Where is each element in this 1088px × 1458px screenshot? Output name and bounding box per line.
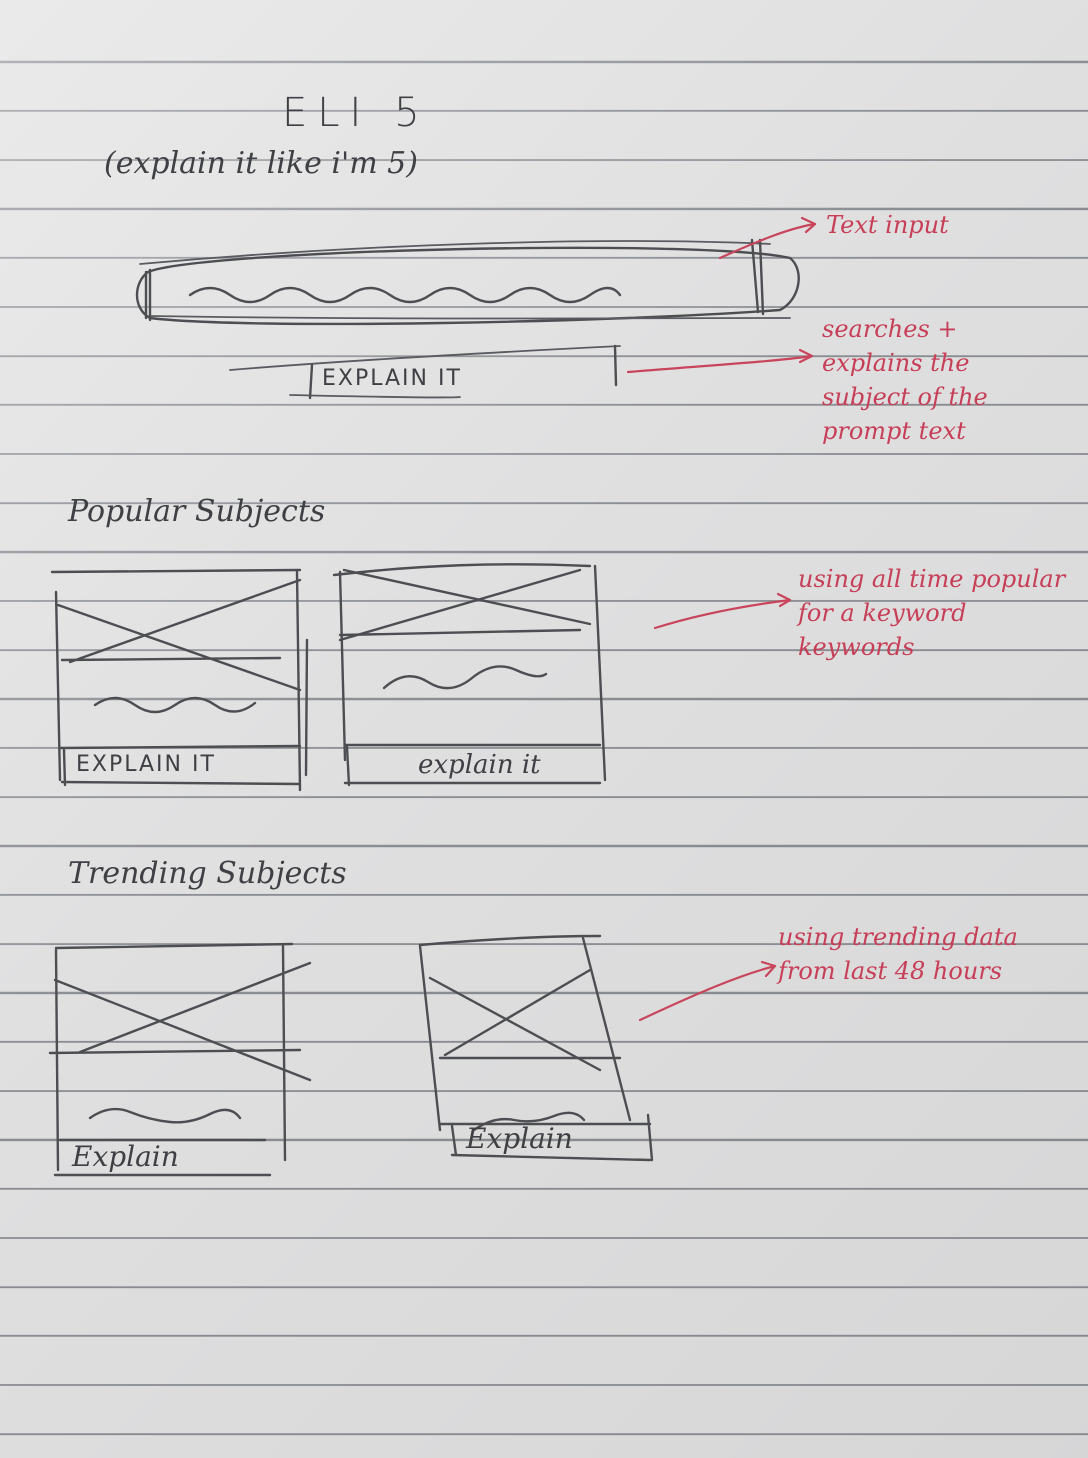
annotation-arrows bbox=[626, 216, 817, 1022]
popular-card-2-explain-button[interactable]: explain it bbox=[418, 750, 541, 780]
annotation-popular-subjects: using all time popular for a keyword key… bbox=[798, 565, 1066, 661]
popular-card-1-explain-button[interactable]: EXPLAIN IT bbox=[76, 752, 216, 777]
trending-card-1-image bbox=[56, 944, 296, 1134]
section-heading-popular: Popular Subjects bbox=[68, 494, 326, 529]
popular-card-2-image bbox=[340, 565, 600, 745]
search-input[interactable] bbox=[140, 245, 800, 323]
section-heading-trending: Trending Subjects bbox=[68, 856, 347, 891]
trending-card-2-explain-button[interactable]: Explain bbox=[466, 1122, 573, 1155]
annotation-text-input: Text input bbox=[826, 211, 949, 239]
app-subtitle: (explain it like i'm 5) bbox=[104, 146, 418, 181]
app-title: ELI 5 bbox=[282, 90, 430, 136]
popular-card-1-image bbox=[52, 570, 302, 750]
trending-card-2-image bbox=[420, 936, 640, 1121]
annotation-trending-subjects: using trending data from last 48 hours bbox=[778, 923, 1018, 985]
trending-card-1-explain-button[interactable]: Explain bbox=[72, 1140, 179, 1173]
explain-it-button[interactable]: EXPLAIN IT bbox=[322, 366, 462, 391]
annotation-explain-button: searches + explains the subject of the p… bbox=[822, 315, 988, 445]
